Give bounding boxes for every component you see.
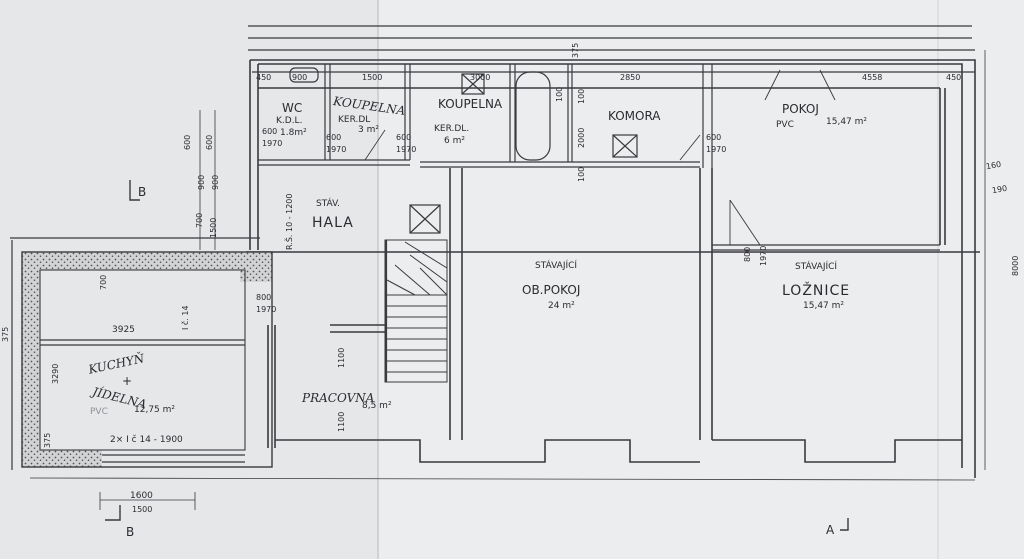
kuchyne-floor: PVC (90, 407, 108, 417)
dim-450-left: 450 (256, 73, 272, 82)
dim-3290: 3290 (51, 363, 60, 384)
dim-1100-b: 1100 (337, 411, 346, 432)
dim-1100-a: 1100 (337, 347, 346, 368)
paper-sheet-right (378, 0, 1024, 559)
dim-600-c: 600 (262, 127, 278, 136)
kuchyne-area: 12,75 m² (134, 405, 176, 415)
koupelna2-floor: KER.DL. (434, 124, 470, 134)
dim-900-wc: 900 (292, 73, 308, 82)
dim-900-v2: 900 (211, 174, 220, 190)
pracovna-area: 8,5 m² (362, 401, 392, 411)
loznice-area: 15,47 m² (803, 301, 845, 311)
existing-walls (246, 168, 980, 463)
dim-8000: 8000 (1011, 255, 1020, 276)
section-a-bottom: A (826, 523, 835, 537)
hala-line1: STÁV. (316, 199, 340, 209)
wc-area: 1.8m² (280, 128, 307, 138)
dim-1970-b: 1970 (326, 145, 347, 154)
door-swings (364, 69, 836, 246)
dim-375-b: 375 (1, 326, 10, 342)
koupelna1-area: 3 m² (358, 125, 379, 135)
dim-600-a: 600 (183, 134, 192, 150)
section-b-top: B (138, 185, 147, 199)
dim-1970-e: 1970 (256, 305, 277, 314)
dim-450-right: 450 (946, 73, 962, 82)
dim-1500-top: 1500 (362, 73, 383, 82)
dim-1970-a: 1970 (262, 139, 283, 148)
komora-name: KOMORA (608, 109, 661, 123)
dim-rs: R.Š. 10 - 1200 (285, 193, 294, 251)
obpokoj-line1: STÁVAJÍCÍ (535, 261, 578, 271)
kuchyne-line2: + (122, 374, 133, 388)
dim-1600: 1600 (130, 491, 153, 501)
obpokoj-line2: OB.POKOJ (522, 283, 581, 297)
dim-800-b: 800 (743, 246, 752, 262)
addition-walls (249, 59, 976, 478)
dim-i-c-14: I č. 14 (181, 305, 190, 330)
dim-700-b: 700 (99, 274, 108, 290)
dim-700-a: 700 (195, 212, 204, 228)
dim-1970-c: 1970 (396, 145, 417, 154)
koupelna1-floor: KER.DL (338, 115, 371, 125)
pokoj-floor: PVC (776, 120, 794, 130)
hala-line2: HALA (312, 215, 354, 231)
top-partitions (258, 64, 940, 251)
dim-375: 375 (571, 42, 580, 58)
dim-1970-d: 1970 (706, 145, 727, 154)
staircase (384, 239, 448, 383)
dim-600-f: 600 (706, 133, 722, 142)
kitchen-walls (10, 237, 273, 470)
dim-375-c: 375 (43, 432, 52, 448)
obpokoj-area: 24 m² (548, 301, 575, 311)
vent-shafts (289, 67, 638, 234)
dim-600-e: 600 (396, 133, 412, 142)
section-b-bottom: B (126, 525, 135, 539)
dimension-chains (29, 50, 986, 510)
koupelna2-name: KOUPELNA (438, 97, 503, 111)
wc-floor: K.D.L. (276, 116, 303, 126)
dim-3925: 3925 (112, 325, 135, 335)
wc-name: WC (282, 101, 303, 115)
dim-1500-b: 1500 (132, 505, 153, 514)
dim-2000: 2000 (577, 127, 586, 148)
loznice-line1: STÁVAJÍCÍ (795, 262, 838, 272)
dim-100-b: 100 (577, 88, 586, 104)
dim-900-v: 900 (197, 174, 206, 190)
bathtub (515, 71, 551, 161)
dim-1500-v: 1500 (209, 217, 218, 238)
dim-600-d: 600 (326, 133, 342, 142)
dim-100-a: 100 (555, 86, 564, 102)
dim-3000: 3000 (470, 73, 491, 82)
top-dimension-lines (248, 25, 975, 73)
loznice-line2: LOŽNICE (782, 283, 851, 299)
dim-100-c: 100 (577, 166, 586, 182)
pokoj-name: POKOJ (782, 102, 819, 116)
pracovna-name: PRACOVNA (302, 391, 375, 405)
dim-600-b: 600 (205, 134, 214, 150)
koupelna2-area: 6 m² (444, 136, 465, 146)
dim-800-a: 800 (256, 293, 272, 302)
kuchyne-beam: 2× I č 14 - 1900 (110, 435, 183, 445)
paper-sheet-left (0, 0, 378, 559)
section-markers (105, 180, 849, 531)
pokoj-area: 15,47 m² (826, 117, 868, 127)
dim-2850: 2850 (620, 73, 641, 82)
dim-1970-f: 1970 (759, 245, 768, 266)
dim-4558: 4558 (862, 73, 883, 82)
